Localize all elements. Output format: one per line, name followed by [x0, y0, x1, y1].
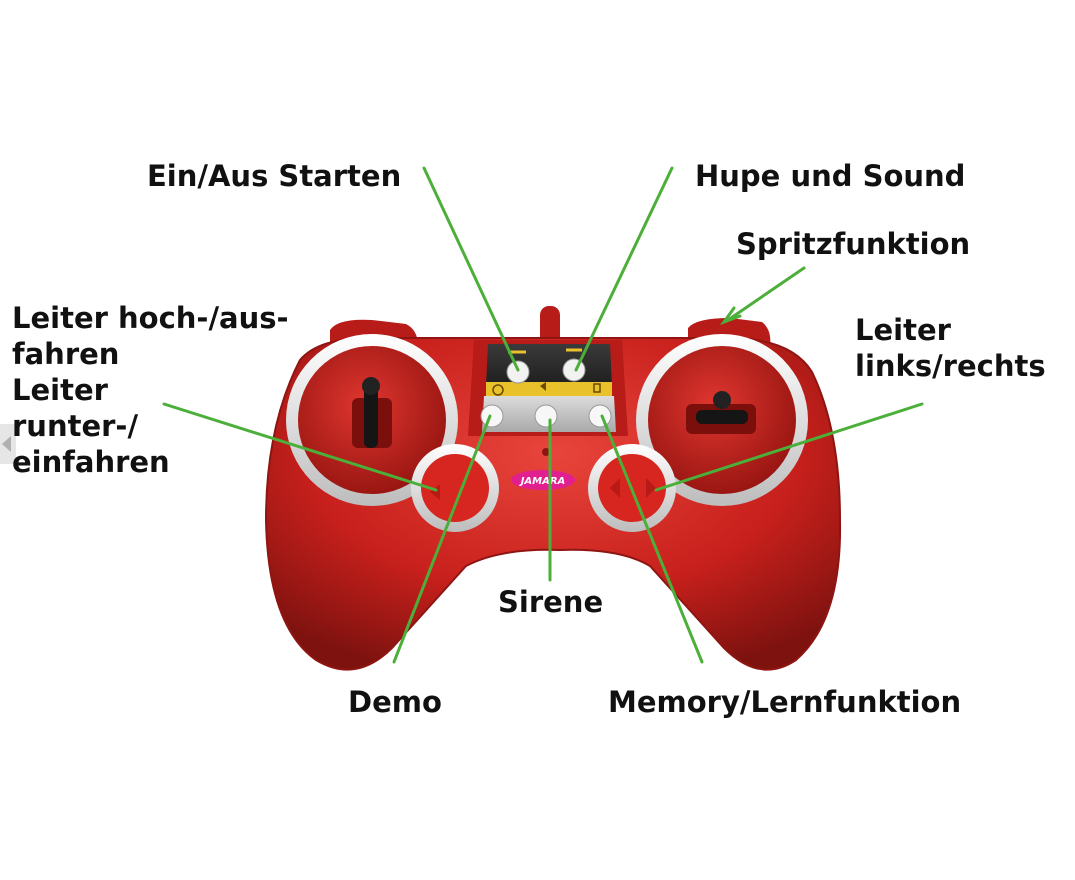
leader-spray — [726, 266, 806, 322]
label-horn: Hupe und Sound — [695, 159, 965, 193]
memory-icon — [593, 383, 601, 393]
brand-logo-text: JAMARA — [519, 476, 566, 487]
callout-labels: Ein/Aus Starten Hupe und Sound Spritzfun… — [12, 159, 1046, 719]
brand-logo: JAMARA — [511, 470, 575, 490]
side-scroll-tab[interactable] — [0, 424, 16, 464]
power-icon — [492, 384, 504, 396]
label-demo: Demo — [348, 685, 442, 719]
left-arrow-icon — [610, 478, 620, 498]
right-stick-lever[interactable] — [696, 410, 748, 424]
horn-button[interactable] — [562, 358, 586, 382]
label-ladder-down-line2: runter-/ — [12, 409, 138, 443]
leader-ladder-leftright — [654, 402, 924, 492]
demo-button[interactable] — [480, 404, 504, 428]
label-ladder-down-line3: einfahren — [12, 445, 170, 479]
memory-button[interactable] — [588, 404, 612, 428]
speaker-icon — [540, 382, 546, 391]
label-power: Ein/Aus Starten — [147, 159, 401, 193]
yellow-stripe — [486, 382, 612, 396]
label-memory: Memory/Lernfunktion — [608, 685, 961, 719]
leader-lines — [162, 166, 924, 664]
controller-body: JAMARA — [264, 306, 842, 671]
leader-ladder-updown — [162, 402, 438, 492]
display-panel — [486, 344, 612, 386]
leader-power — [422, 166, 520, 372]
label-ladder-lr-line2: links/rechts — [855, 349, 1046, 383]
leader-memory — [600, 414, 704, 664]
ladder-updown-button[interactable] — [421, 454, 489, 522]
label-ladder-lr-line1: Leiter — [855, 313, 952, 347]
label-siren: Sirene — [498, 585, 603, 619]
power-button[interactable] — [506, 360, 530, 384]
status-led — [542, 448, 550, 456]
label-ladder-down-line1: Leiter — [12, 373, 109, 407]
label-ladder-up-line2: fahren — [12, 337, 119, 371]
right-arrow-icon — [646, 478, 656, 498]
right-stick-knob[interactable] — [713, 391, 731, 409]
label-ladder-up-line1: Leiter hoch-/aus- — [12, 301, 289, 335]
left-stick-knob[interactable] — [362, 377, 380, 395]
label-spray: Spritzfunktion — [736, 227, 970, 261]
left-stick-lever[interactable] — [364, 384, 378, 448]
leader-horn — [574, 166, 674, 372]
leader-spray-arrowhead — [719, 306, 742, 326]
left-arrow-icon — [430, 484, 440, 500]
leader-demo — [392, 414, 492, 664]
siren-button[interactable] — [534, 404, 558, 428]
